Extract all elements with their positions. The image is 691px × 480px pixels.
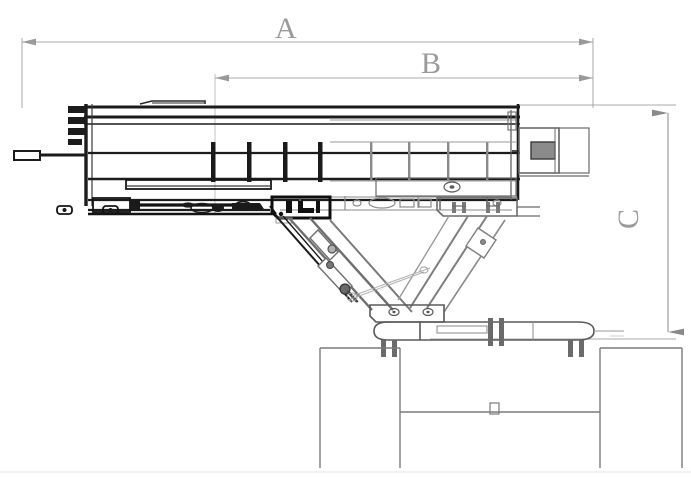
- dimension-label-c: C: [612, 208, 646, 230]
- dimension-a: [21, 38, 594, 108]
- beater-drum: [507, 111, 590, 177]
- support-stand: [319, 347, 683, 468]
- discharge-chute: [275, 215, 413, 313]
- dimension-c: [430, 104, 684, 340]
- chassis-frame: [56, 179, 277, 216]
- dimension-label-a: A: [275, 12, 297, 45]
- chute-pivot-box-right: [436, 197, 540, 217]
- discharge-chute-right: [346, 215, 506, 313]
- dimension-label-b: B: [421, 47, 442, 80]
